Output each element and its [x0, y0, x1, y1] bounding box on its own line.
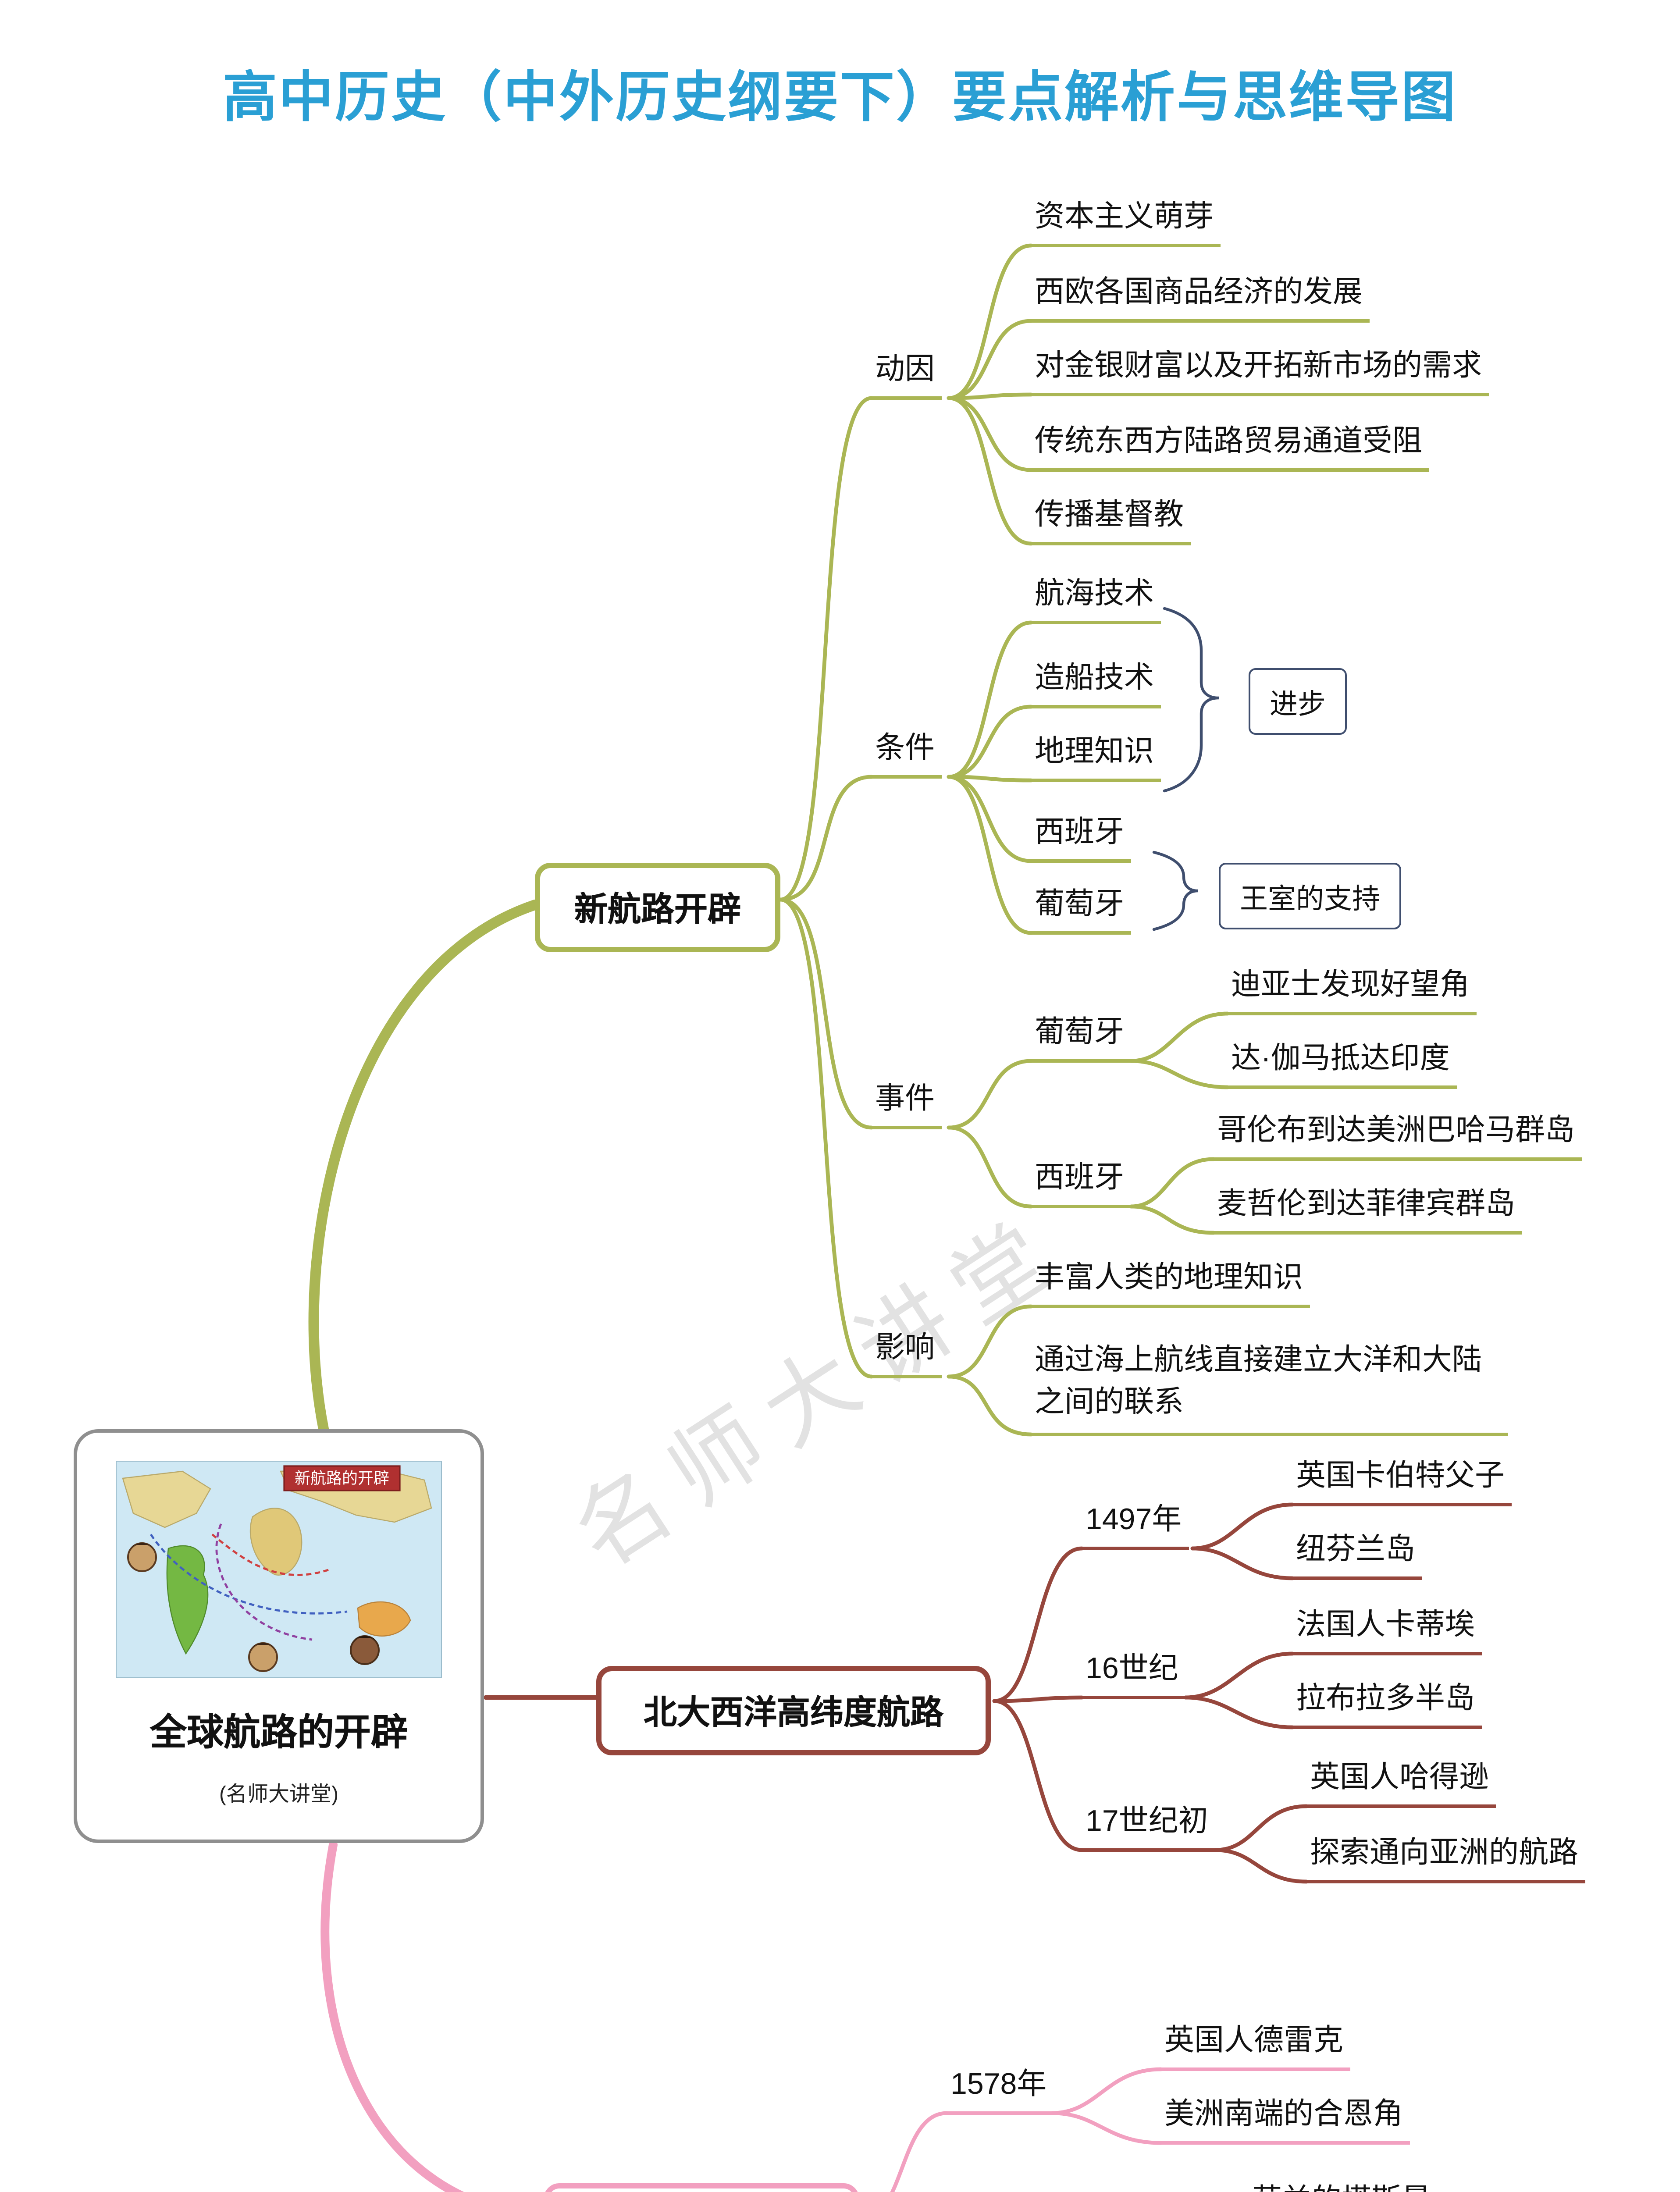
- route-item: 英国人德雷克: [1161, 2024, 1350, 2071]
- center-node: 新航路的开辟 全球航路的开辟 (名师大讲堂): [74, 1429, 484, 1843]
- branch-node-north-atlantic: 北大西洋高纬度航路: [596, 1666, 991, 1755]
- center-subtitle: (名师大讲堂): [219, 1782, 338, 1806]
- condition-label: 条件: [872, 731, 942, 779]
- country-result-box: 王室的支持: [1219, 863, 1402, 929]
- motive-item: 传统东西方陆路贸易通道受阻: [1031, 424, 1429, 472]
- motive-label: 动因: [872, 352, 942, 400]
- event-item: 哥伦布到达美洲巴哈马群岛: [1214, 1114, 1582, 1161]
- route-item: 探索通向亚洲的航路: [1306, 1836, 1585, 1883]
- event-item: 麦哲伦到达菲律宾群岛: [1214, 1187, 1522, 1235]
- branch-node-new-routes: 新航路开辟: [535, 863, 780, 952]
- branch-node-southern: 南半球的新航路: [544, 2183, 859, 2192]
- country-item: 西班牙: [1031, 815, 1131, 863]
- motive-item: 传播基督教: [1031, 498, 1191, 545]
- condition-braces: [1152, 607, 1219, 931]
- watermark: 名师大讲堂: [558, 1197, 1084, 1588]
- tech-item: 航海技术: [1031, 577, 1161, 624]
- route-item: 英国人哈得逊: [1306, 1761, 1496, 1808]
- map-title: 新航路的开辟: [295, 1469, 389, 1487]
- event-country: 葡萄牙: [1031, 1015, 1131, 1063]
- event-item: 迪亚士发现好望角: [1228, 968, 1477, 1015]
- page-title: 高中历史（中外历史纲要下）要点解析与思维导图: [223, 67, 1457, 128]
- impact-item: 丰富人类的地理知识: [1031, 1261, 1310, 1308]
- explorer-portraits: [127, 1542, 380, 1672]
- impact-label: 影响: [872, 1331, 942, 1378]
- tech-result-box: 进步: [1249, 668, 1347, 735]
- route-item: 拉布拉多半岛: [1292, 1682, 1482, 1729]
- tech-item: 造船技术: [1031, 661, 1161, 708]
- event-item: 达·伽马抵达印度: [1228, 1042, 1457, 1089]
- time-label: 1497年: [1082, 1503, 1189, 1550]
- branch3-connectors: [320, 1840, 1163, 2192]
- map-image: 新航路的开辟: [116, 1461, 442, 1678]
- route-item: 英国卡伯特父子: [1292, 1459, 1512, 1506]
- impact-item: 通过海上航线直接建立大洋和大陆之间的联系: [1031, 1340, 1508, 1436]
- route-item: 纽芬兰岛: [1292, 1533, 1422, 1580]
- time-label: 17世纪初: [1082, 1804, 1215, 1852]
- time-label: 16世纪: [1082, 1652, 1185, 1699]
- motive-item: 对金银财富以及开拓新市场的需求: [1031, 349, 1489, 396]
- country-item: 葡萄牙: [1031, 887, 1131, 935]
- tech-item: 地理知识: [1031, 735, 1161, 782]
- motive-item: 资本主义萌芽: [1031, 200, 1221, 247]
- route-item: 法国人卡蒂埃: [1292, 1608, 1482, 1655]
- route-item: 美洲南端的合恩角: [1161, 2097, 1410, 2145]
- event-label: 事件: [872, 1082, 942, 1129]
- motive-item: 西欧各国商品经济的发展: [1031, 275, 1370, 323]
- route-item: 荷兰的塔斯曼: [1249, 2183, 1438, 2192]
- event-country: 西班牙: [1031, 1161, 1131, 1208]
- center-title: 全球航路的开辟: [150, 1713, 408, 1754]
- time-label: 1578年: [947, 2067, 1054, 2115]
